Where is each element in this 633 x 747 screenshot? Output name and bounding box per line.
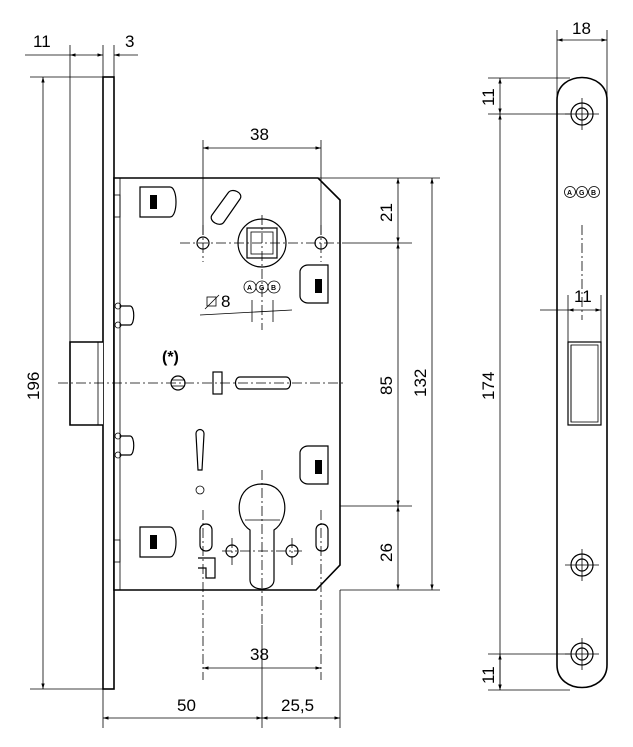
strike-plate-view: A G B 18 [479, 19, 608, 691]
strike-screw-top [565, 98, 599, 130]
latch-cam [212, 371, 223, 395]
note-mark: (*) [162, 349, 179, 366]
vertical-slot [195, 428, 205, 471]
svg-text:50: 50 [177, 696, 196, 715]
svg-text:196: 196 [24, 372, 43, 400]
svg-text:11: 11 [479, 88, 498, 106]
latch-bolt [69, 341, 103, 426]
tab-hole-top-left [139, 186, 177, 218]
svg-text:38: 38 [250, 645, 269, 664]
lock-body-view: A G B 8 (*) [24, 32, 440, 728]
svg-text:25,5: 25,5 [281, 696, 314, 715]
svg-text:A: A [247, 285, 252, 292]
svg-text:174: 174 [479, 372, 498, 400]
slanted-slot [210, 189, 242, 225]
tab-hole-right-upper [299, 264, 329, 304]
dim-square-8: 8 [199, 292, 293, 322]
svg-text:11: 11 [33, 32, 51, 51]
svg-text:B: B [271, 285, 276, 292]
svg-text:85: 85 [377, 376, 396, 395]
strike-screw-bottom [565, 638, 599, 670]
svg-text:G: G [579, 190, 585, 197]
lock-case [113, 177, 341, 591]
strike-latch-window [567, 341, 602, 426]
svg-text:132: 132 [411, 369, 430, 397]
svg-text:11: 11 [479, 666, 498, 684]
strike-screw-lower [565, 549, 599, 581]
svg-text:A: A [567, 190, 572, 197]
bolt-slot [234, 376, 292, 390]
brand-logo-strike: A G B [564, 186, 600, 198]
svg-text:3: 3 [125, 32, 134, 51]
svg-text:B: B [591, 190, 596, 197]
tab-hole-right-lower [299, 445, 329, 485]
tab-hole-bottom-left [139, 526, 177, 558]
svg-text:26: 26 [377, 543, 396, 562]
svg-text:38: 38 [250, 125, 269, 144]
svg-text:11: 11 [574, 287, 592, 306]
svg-text:18: 18 [572, 19, 591, 38]
svg-text:8: 8 [221, 292, 230, 311]
svg-text:G: G [259, 285, 265, 292]
svg-text:21: 21 [377, 203, 396, 222]
cylinder-hole [238, 483, 286, 590]
oval-slot-right [315, 523, 329, 552]
brand-logo-case: A G B [243, 280, 281, 294]
strike-plate [556, 76, 608, 689]
